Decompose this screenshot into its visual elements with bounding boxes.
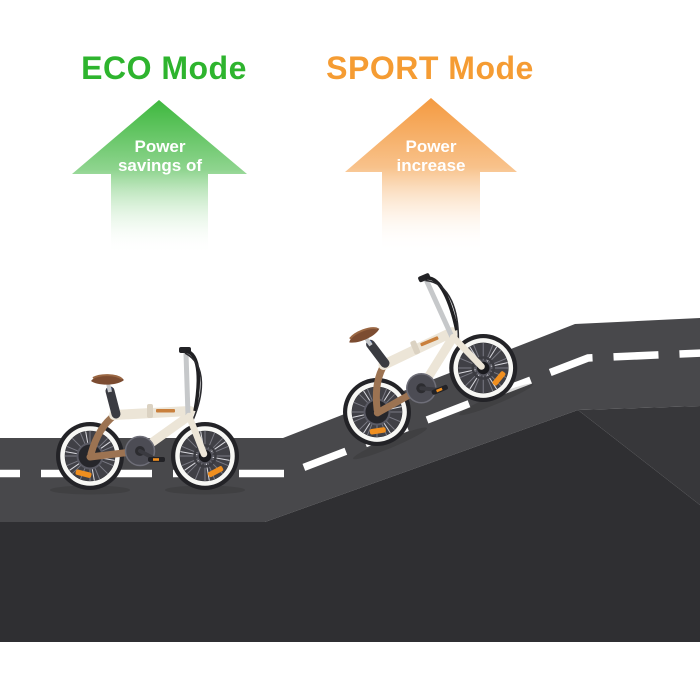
eco-arrow-label-line1: Power [134,137,186,156]
sport-arrow-label-line2: increase [396,156,466,175]
eco-mode-title: ECO Mode [81,50,247,86]
eco-arrow-label: Power savings of [60,137,260,175]
sport-arrow-label: Power increase [331,137,531,175]
sport-mode-title: SPORT Mode [326,50,534,86]
road-side-face [578,406,700,505]
road-front-face [0,410,700,642]
sport-arrow-label-line1: Power [405,137,457,156]
sport-arrow-up-icon [345,98,517,252]
lane-markings [0,349,700,478]
eco-arrow-label-line2: savings of [117,156,203,175]
eco-arrow-up-icon [72,100,247,254]
